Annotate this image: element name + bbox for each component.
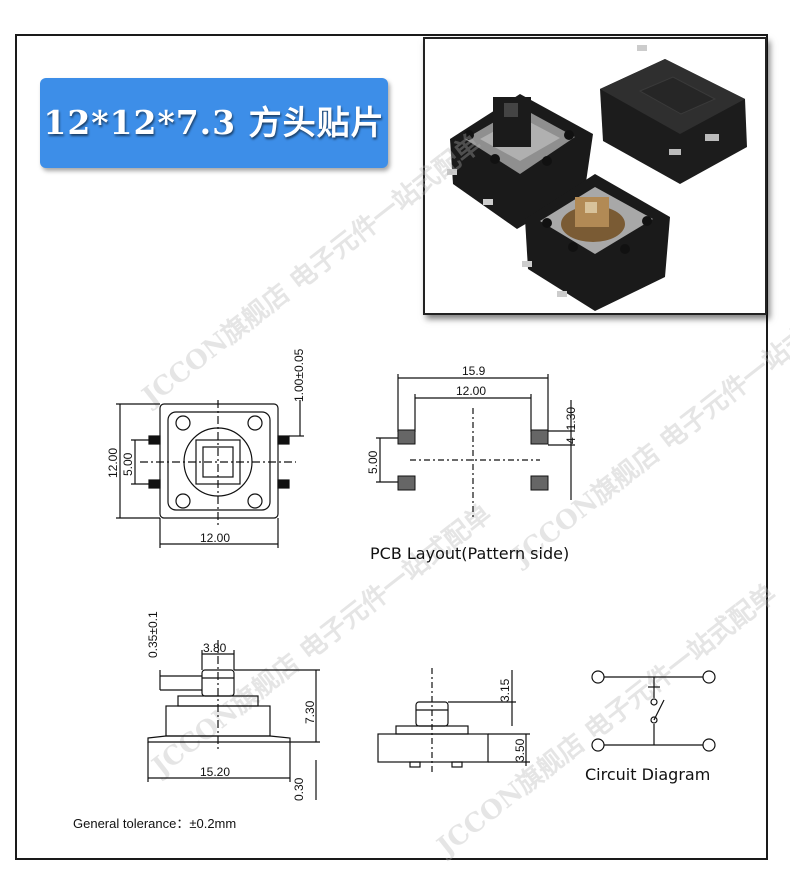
dim-top-pin-span: 5.00 bbox=[121, 452, 135, 476]
end-view bbox=[377, 668, 530, 772]
dim-top-offset: 1.00±0.05 bbox=[292, 348, 306, 402]
dim-pcb-inner: 12.00 bbox=[456, 384, 486, 398]
pcb-pads bbox=[397, 429, 549, 491]
dim-top-width: 12.00 bbox=[200, 531, 230, 545]
dim-side-base: 15.20 bbox=[200, 765, 230, 779]
dim-side-stem: 3.80 bbox=[203, 641, 227, 655]
dim-end-body-height: 3.50 bbox=[513, 738, 527, 762]
pcb-layout bbox=[376, 374, 575, 520]
top-view bbox=[116, 400, 304, 548]
dim-pcb-outer: 15.9 bbox=[462, 364, 486, 378]
dim-top-height: 12.00 bbox=[106, 448, 120, 478]
dim-pcb-pad: 4−1.30 bbox=[564, 407, 578, 444]
side-view bbox=[147, 640, 320, 800]
pcb-layout-caption: PCB Layout(Pattern side) bbox=[370, 544, 569, 563]
circuit-diagram bbox=[591, 670, 716, 752]
switch-black-plunger bbox=[447, 94, 593, 229]
circuit-caption: Circuit Diagram bbox=[585, 765, 710, 784]
switch-tan-plunger bbox=[522, 174, 670, 311]
switch-bottom-view bbox=[600, 45, 747, 184]
product-photo bbox=[423, 37, 767, 315]
dim-side-offset: 0.35±0.1 bbox=[146, 611, 160, 658]
dim-end-stem-height: 3.15 bbox=[498, 678, 512, 702]
title-badge: 12*12*7.3 方头贴片 bbox=[40, 78, 388, 168]
dim-pcb-pitch: 5.00 bbox=[366, 450, 380, 474]
general-tolerance: General tolerance：±0.2mm bbox=[73, 816, 237, 831]
dim-side-foot: 0.30 bbox=[292, 777, 306, 801]
dim-side-height: 7.30 bbox=[303, 700, 317, 724]
